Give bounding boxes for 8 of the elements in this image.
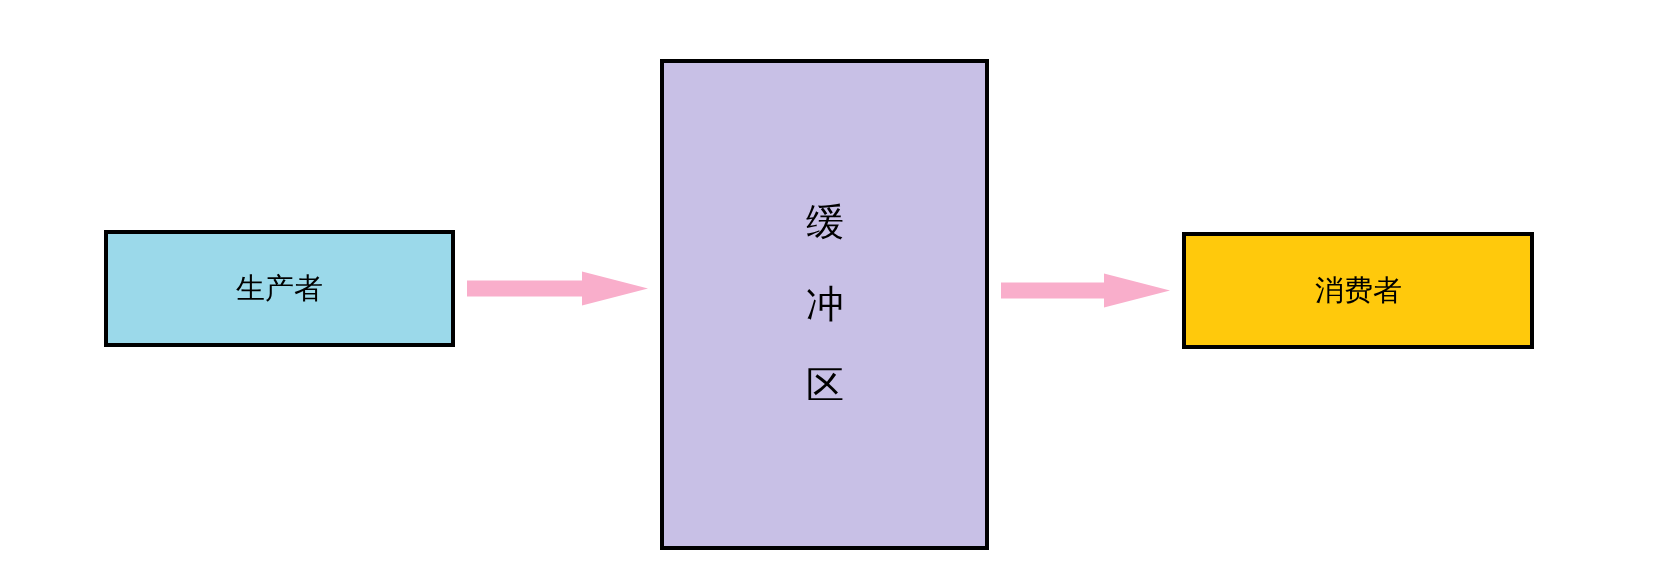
process-box	[104, 230, 455, 347]
box-label: 消费者	[1314, 271, 1402, 309]
box-label: 生产者	[236, 269, 323, 307]
arrow	[467, 271, 648, 306]
arrow	[1001, 273, 1170, 308]
box-label: 缓冲区	[805, 198, 844, 410]
process-box	[660, 59, 989, 550]
process-box	[1182, 232, 1534, 349]
